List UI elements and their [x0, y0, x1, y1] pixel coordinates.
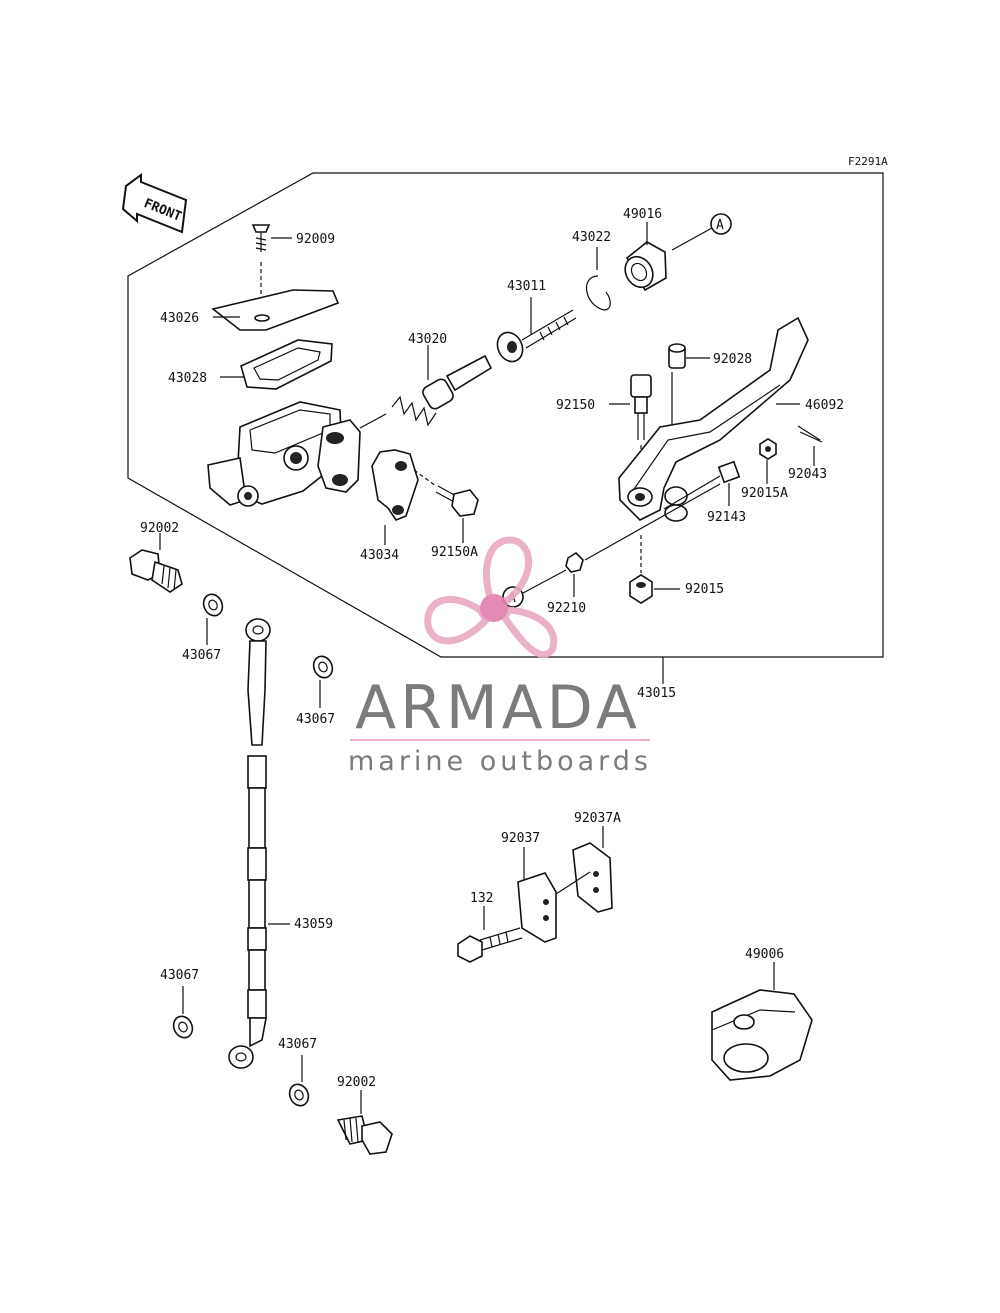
label-43028: 43028	[168, 371, 207, 386]
circlip-43022	[585, 247, 611, 311]
callout-a-top-label: A	[716, 218, 724, 233]
front-arrow-icon: FRONT	[121, 173, 188, 234]
clamp-43034	[371, 449, 419, 545]
nut-92015	[629, 535, 680, 604]
bracket-92037	[517, 847, 557, 943]
nut-92015a	[759, 438, 777, 484]
label-46092: 46092	[805, 398, 844, 413]
label-43067-d: 43067	[278, 1037, 317, 1052]
label-43022: 43022	[572, 230, 611, 245]
figure-reference: F2291A	[848, 155, 888, 168]
label-92043: 92043	[788, 467, 827, 482]
brand-tagline: marine outboards	[348, 746, 652, 777]
label-43059: 43059	[294, 917, 333, 932]
master-cylinder-body	[207, 401, 361, 507]
assembly-boundary	[127, 172, 884, 658]
label-92015: 92015	[685, 582, 724, 597]
cotter-pin-92043	[797, 425, 823, 466]
propeller-icon	[424, 536, 558, 658]
label-92210: 92210	[547, 601, 586, 616]
label-92150: 92150	[556, 398, 595, 413]
brake-hose-43059	[228, 618, 290, 1069]
diaphragm-43028	[220, 339, 333, 390]
label-43067-a: 43067	[182, 648, 221, 663]
washer-43067-d	[288, 1055, 310, 1107]
label-43067-c: 43067	[160, 968, 199, 983]
label-49006: 49006	[745, 947, 784, 962]
bolt-132	[457, 906, 523, 963]
label-92150a: 92150A	[431, 545, 478, 560]
label-92015a: 92015A	[741, 486, 788, 501]
label-92002-top: 92002	[140, 521, 179, 536]
bolt-92150a	[413, 469, 479, 543]
label-92037: 92037	[501, 831, 540, 846]
label-43020: 43020	[408, 332, 447, 347]
label-43026: 43026	[160, 311, 199, 326]
bracket-92037a	[555, 826, 613, 913]
collar-92143	[663, 460, 741, 510]
washer-43067-b	[312, 655, 334, 708]
label-43034: 43034	[360, 548, 399, 563]
label-92143: 92143	[707, 510, 746, 525]
label-92028: 92028	[713, 352, 752, 367]
dust-boot-49016	[624, 222, 713, 292]
label-92009: 92009	[296, 232, 335, 247]
washer-43067-c	[172, 986, 194, 1039]
label-43015: 43015	[637, 686, 676, 701]
label-49016: 49016	[623, 207, 662, 222]
brand-name: ARMADA	[355, 673, 641, 743]
push-rod-43011	[496, 297, 577, 363]
armada-logo: ARMADA marine outboards	[348, 536, 652, 777]
banjo-bolt-92002-bottom	[336, 1090, 393, 1155]
label-132: 132	[470, 891, 493, 906]
switch-cover-49006	[711, 962, 813, 1081]
label-92037a: 92037A	[574, 811, 621, 826]
callout-a-top: A	[710, 213, 732, 235]
banjo-bolt-92002-top	[129, 533, 183, 593]
clutch-lever-46092	[618, 316, 809, 522]
washer-43067-a	[202, 593, 224, 645]
label-43067-b: 43067	[296, 712, 335, 727]
label-43011: 43011	[507, 279, 546, 294]
label-92002-bottom: 92002	[337, 1075, 376, 1090]
reservoir-cap-43026	[211, 289, 340, 331]
adjuster-nut-92210	[522, 483, 721, 597]
piston-spring-43020	[359, 345, 493, 429]
